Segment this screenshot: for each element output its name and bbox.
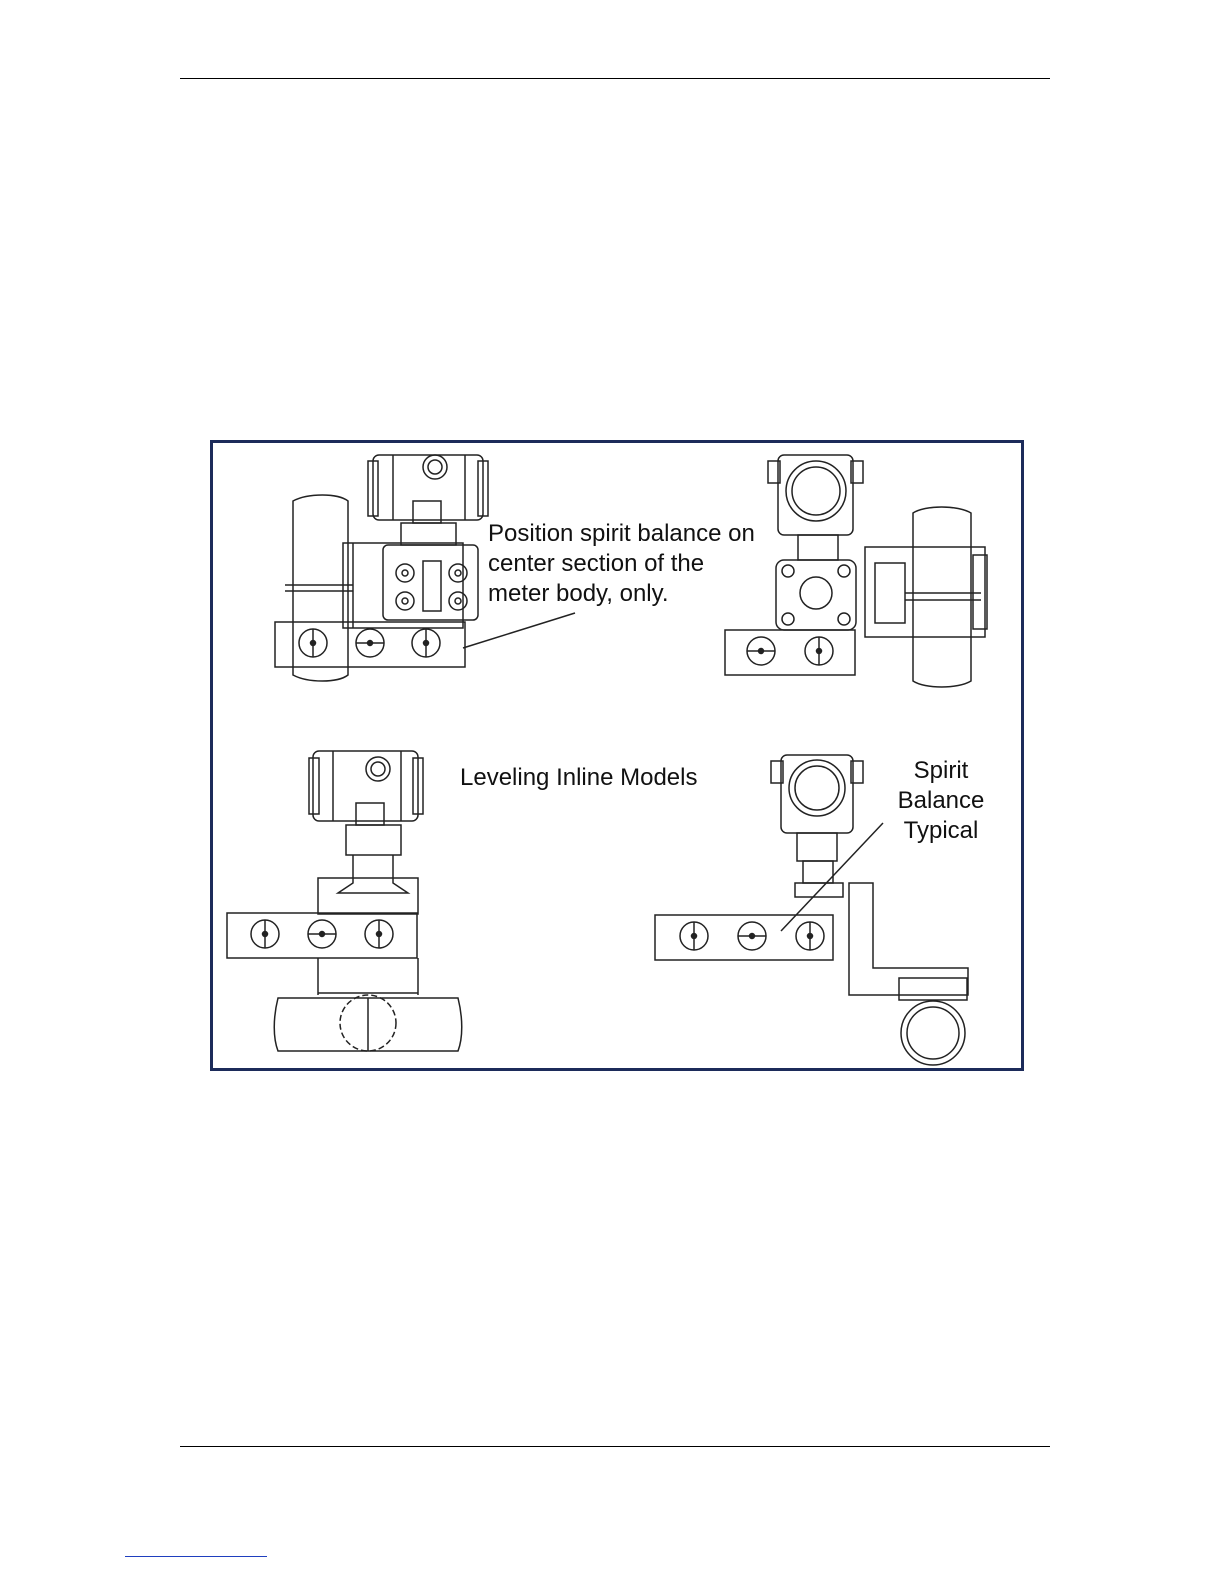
- footer-link-underline[interactable]: [125, 1556, 267, 1557]
- leveling-figure: Position spirit balance on center sectio…: [210, 440, 1024, 1071]
- figure-caption: Leveling Inline Models: [460, 763, 780, 793]
- spirit-balance: [725, 630, 855, 675]
- bottom-left-transmitter-view: [227, 751, 462, 1051]
- header-rule: [180, 78, 1050, 79]
- position-callout-text: Position spirit balance on center sectio…: [488, 519, 808, 609]
- footer-rule: [180, 1446, 1050, 1447]
- spirit-balance-callout-text: Spirit Balance Typical: [881, 756, 1001, 846]
